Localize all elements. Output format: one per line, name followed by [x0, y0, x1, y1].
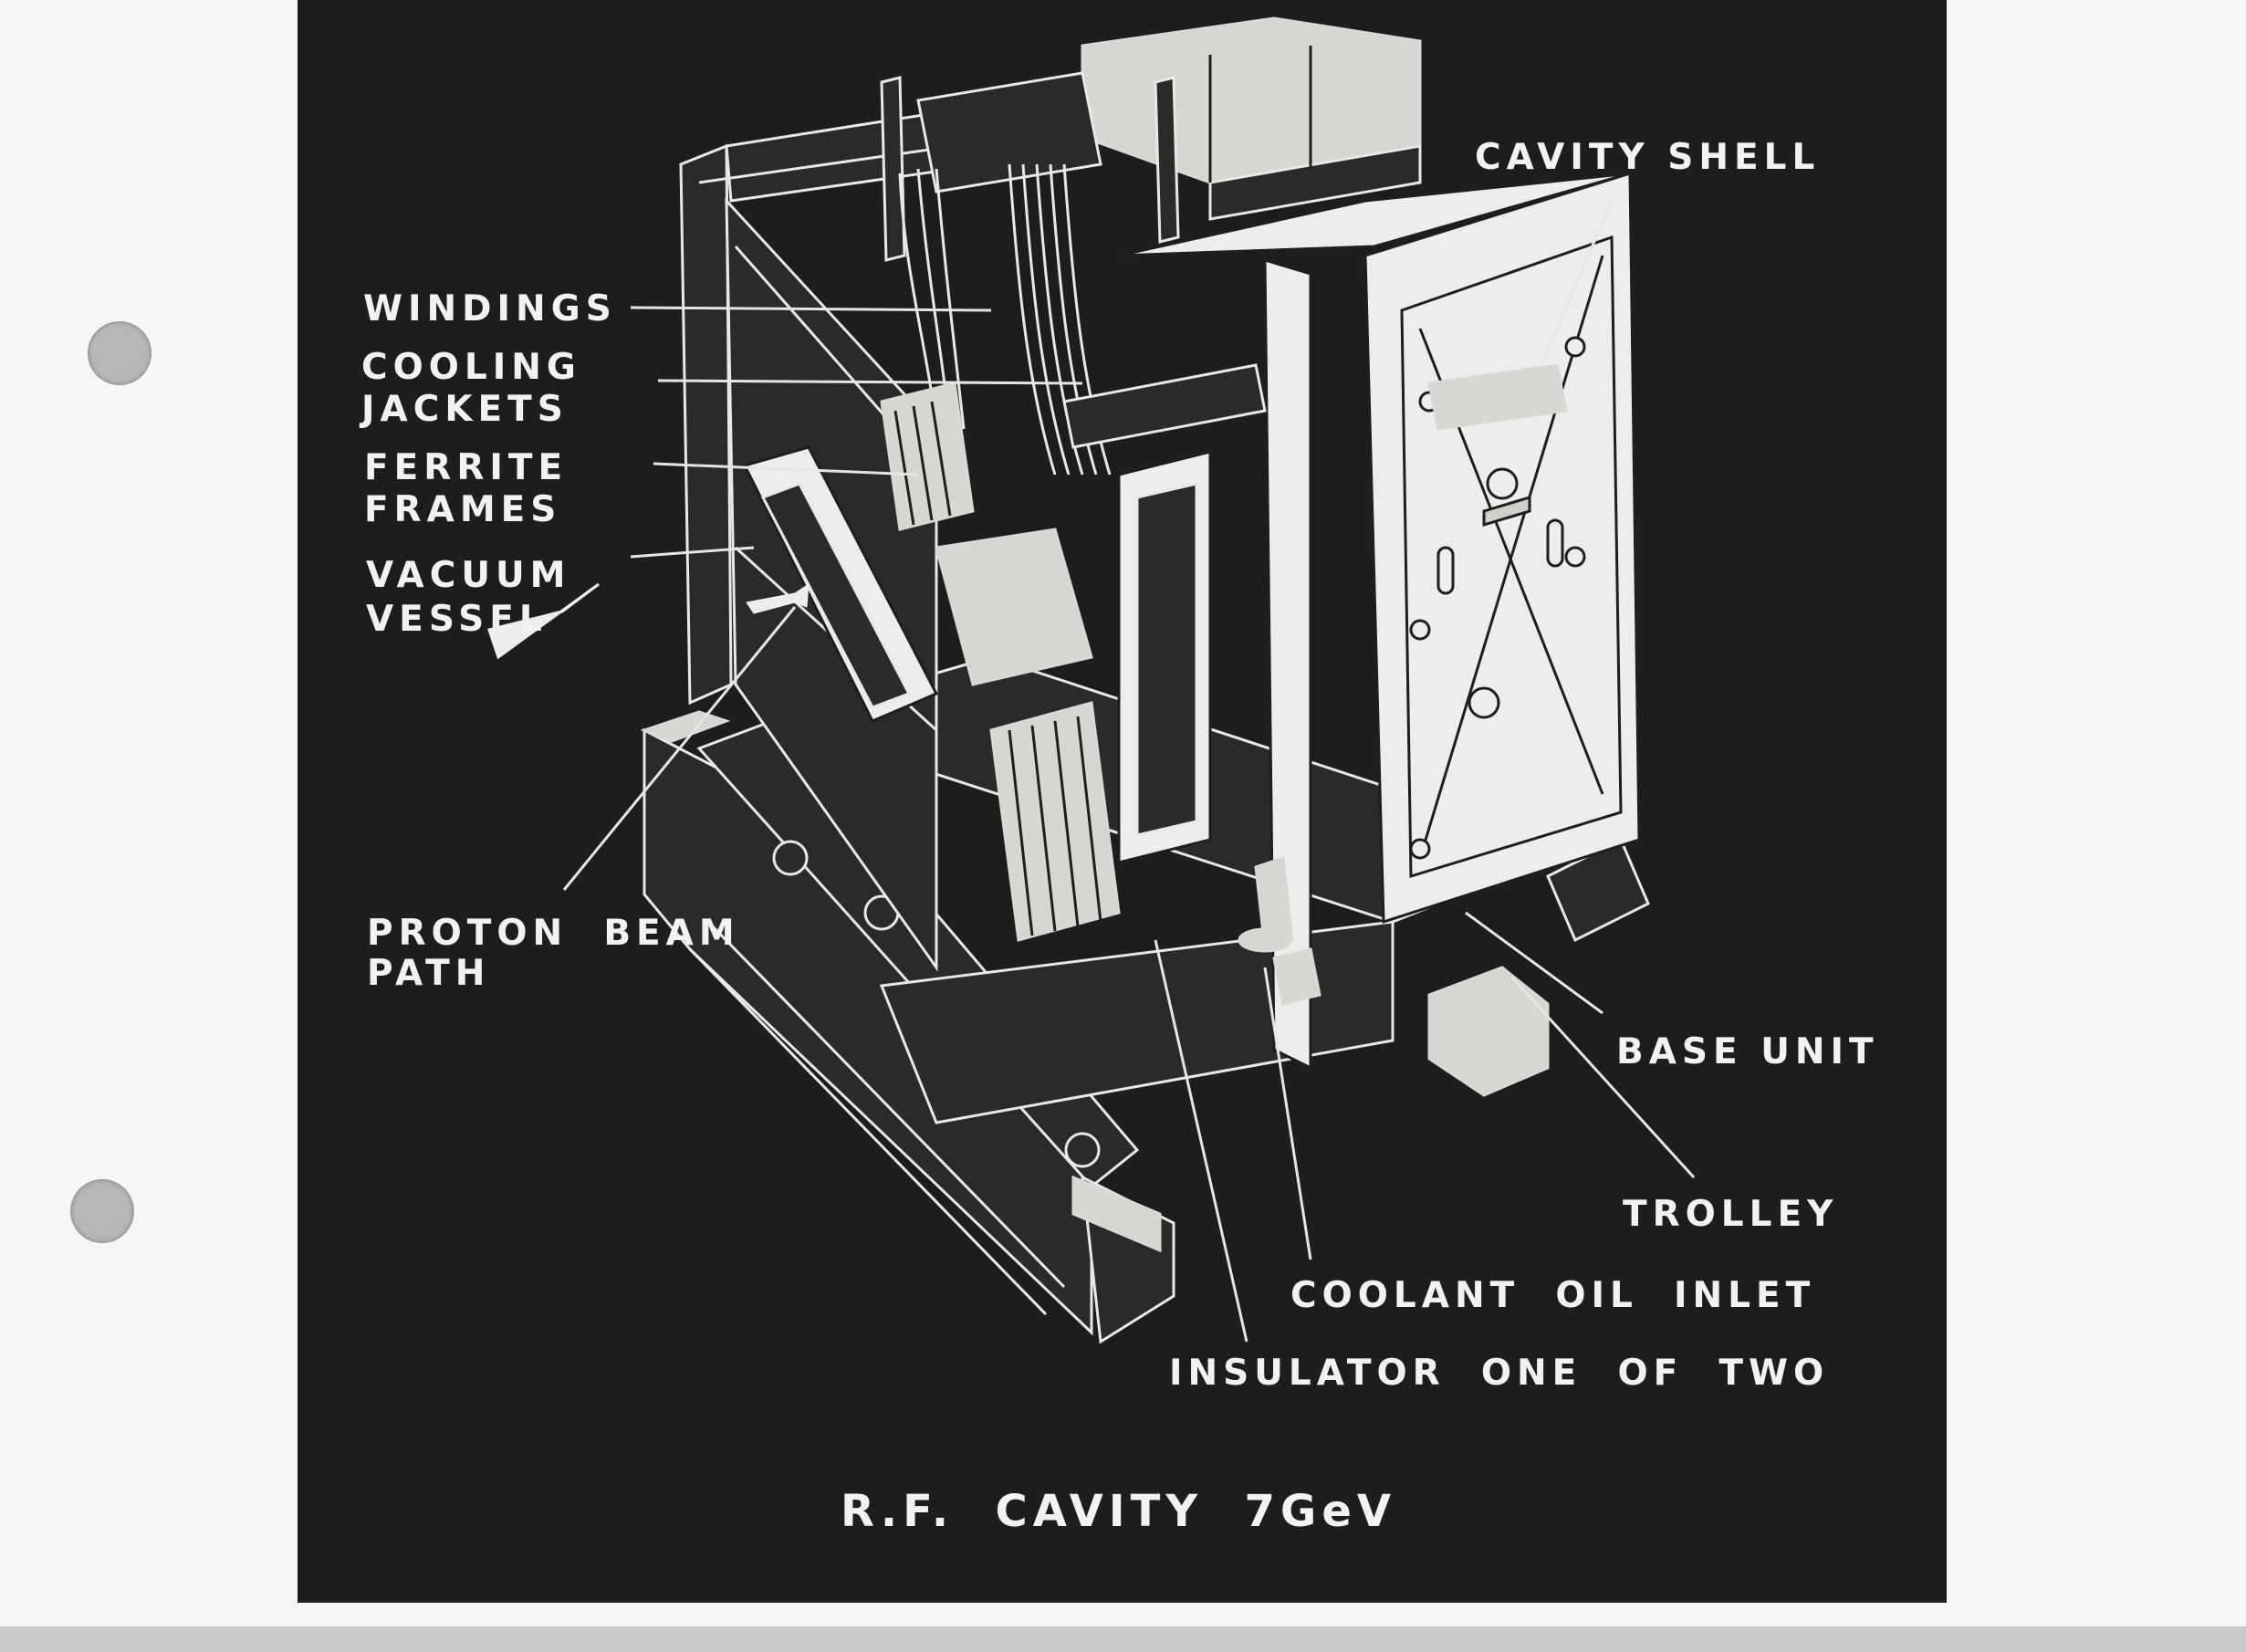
- punch-hole-top: [88, 321, 151, 385]
- leader-windings: [630, 306, 992, 312]
- diagram-plate: WINDINGS COOLING JACKETS FERRITE FRAMES …: [298, 0, 1947, 1603]
- label-vacuum-vessel-line1: VACUUM: [366, 555, 571, 596]
- ferrite-stack-drawing: [880, 363, 1568, 942]
- leader-lines: [562, 200, 1696, 1343]
- leader-proton-beam-path: [562, 606, 797, 891]
- label-ferrite-frames-line2: FRAMES: [364, 489, 562, 530]
- label-windings: WINDINGS: [363, 288, 617, 329]
- top-transformer-drawing: [880, 16, 1422, 262]
- label-insulator-one-of-two: INSULATOR ONE OF TWO: [1169, 1353, 1830, 1394]
- leader-ferrite-frames: [653, 462, 919, 476]
- label-cavity-shell: CAVITY SHELL: [1475, 137, 1821, 178]
- leader-trolley: [1510, 975, 1696, 1179]
- leader-cooling-jackets: [657, 379, 1083, 385]
- bottom-edge-strip: [0, 1626, 2246, 1652]
- leader-insulator: [1154, 939, 1248, 1343]
- label-proton-beam-path-line2: PATH: [367, 953, 491, 994]
- insulator-drawing: [1238, 855, 1321, 1006]
- windings-drawing: [898, 163, 1112, 476]
- label-coolant-oil-inlet: COOLANT OIL INLET: [1290, 1275, 1816, 1316]
- label-vacuum-vessel-line2: VESSEL: [366, 599, 548, 640]
- rf-cavity-illustration: [487, 16, 1696, 1344]
- label-ferrite-frames-line1: FERRITE: [364, 447, 569, 488]
- leader-coolant-oil-inlet: [1263, 967, 1312, 1260]
- leader-vacuum-vessel: [630, 546, 755, 559]
- punch-hole-bottom: [70, 1179, 134, 1243]
- label-trolley: TROLLEY: [1623, 1194, 1839, 1235]
- leader-cavity-shell: [1541, 200, 1614, 361]
- label-cooling-jackets-line2: JACKETS: [361, 389, 569, 430]
- diagram-title: R.F. CAVITY 7GeV: [841, 1486, 1397, 1537]
- leader-base-unit: [1465, 911, 1604, 1015]
- label-base-unit: BASE UNIT: [1616, 1031, 1879, 1072]
- label-proton-beam-path-line1: PROTON BEAM: [367, 913, 740, 954]
- label-cooling-jackets-line1: COOLING: [361, 347, 581, 388]
- proton-beam-arrow: [746, 583, 810, 614]
- vacuum-vessel-drawing: [487, 445, 1093, 723]
